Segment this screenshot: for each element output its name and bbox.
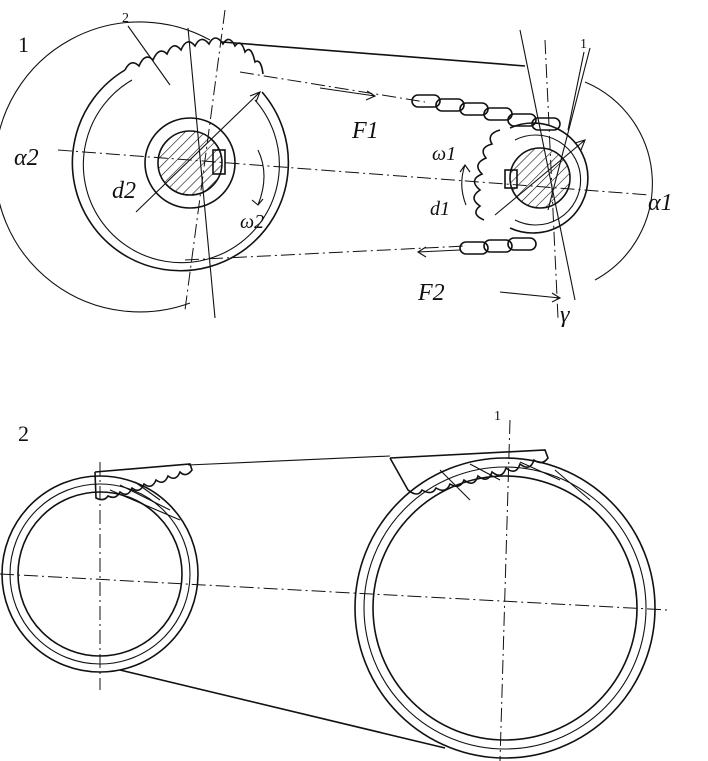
- f1-label: F1: [351, 118, 379, 144]
- small-sprocket-key: [504, 169, 518, 189]
- part-label-1: 1: [580, 37, 587, 52]
- d2-arrow: [135, 91, 261, 213]
- d1-label: d1: [430, 198, 450, 220]
- figure-1-chain-drive: 1: [0, 9, 673, 328]
- large-sprocket-shaft-hatch: [158, 131, 222, 195]
- gamma-label: γ: [560, 302, 570, 328]
- f2-arrow: [416, 246, 461, 258]
- omega1-arrow: [459, 164, 471, 206]
- chain-links-upper: [411, 94, 561, 131]
- small-sprocket-chain: [509, 122, 589, 234]
- d1-arrow: [494, 139, 586, 216]
- omega1-label: ω1: [432, 143, 456, 165]
- gamma-arrow: [499, 291, 562, 303]
- figure-2-toothed-belt-drive: 2 1: [0, 409, 669, 761]
- belt-lower-strand: [119, 669, 446, 749]
- f1-arrow: [319, 87, 377, 101]
- small-sprocket-teeth-left: [473, 129, 501, 221]
- alpha1-label: α1: [648, 190, 673, 216]
- large-sprocket: [71, 37, 290, 272]
- figure-2-number: 2: [18, 421, 29, 446]
- d2-label: d2: [112, 178, 136, 204]
- f2-label: F2: [417, 280, 445, 306]
- chain-upper-strand: [221, 41, 561, 131]
- large-pulley-belt-teeth: [389, 449, 549, 495]
- large-pulley: [354, 449, 656, 759]
- chain-links-lower: [459, 237, 537, 255]
- large-sprocket-rim-outer: [71, 69, 290, 272]
- small-sprocket: [473, 122, 589, 234]
- figure-1-number: 1: [18, 32, 29, 57]
- belt-upper-strand: [187, 455, 391, 466]
- small-pulley-belt-teeth: [94, 463, 193, 501]
- omega2-label: ω2: [240, 211, 264, 233]
- part-label-1-fig2: 1: [494, 409, 501, 424]
- chain-lower-strand: [184, 237, 537, 261]
- large-sprocket-rim-inner: [82, 79, 280, 264]
- alpha2-label: α2: [14, 145, 39, 171]
- part-label-2: 2: [122, 11, 129, 26]
- omega2-arrow: [251, 149, 265, 206]
- alpha2-arc: [0, 21, 211, 313]
- alpha1-arc: [584, 81, 653, 281]
